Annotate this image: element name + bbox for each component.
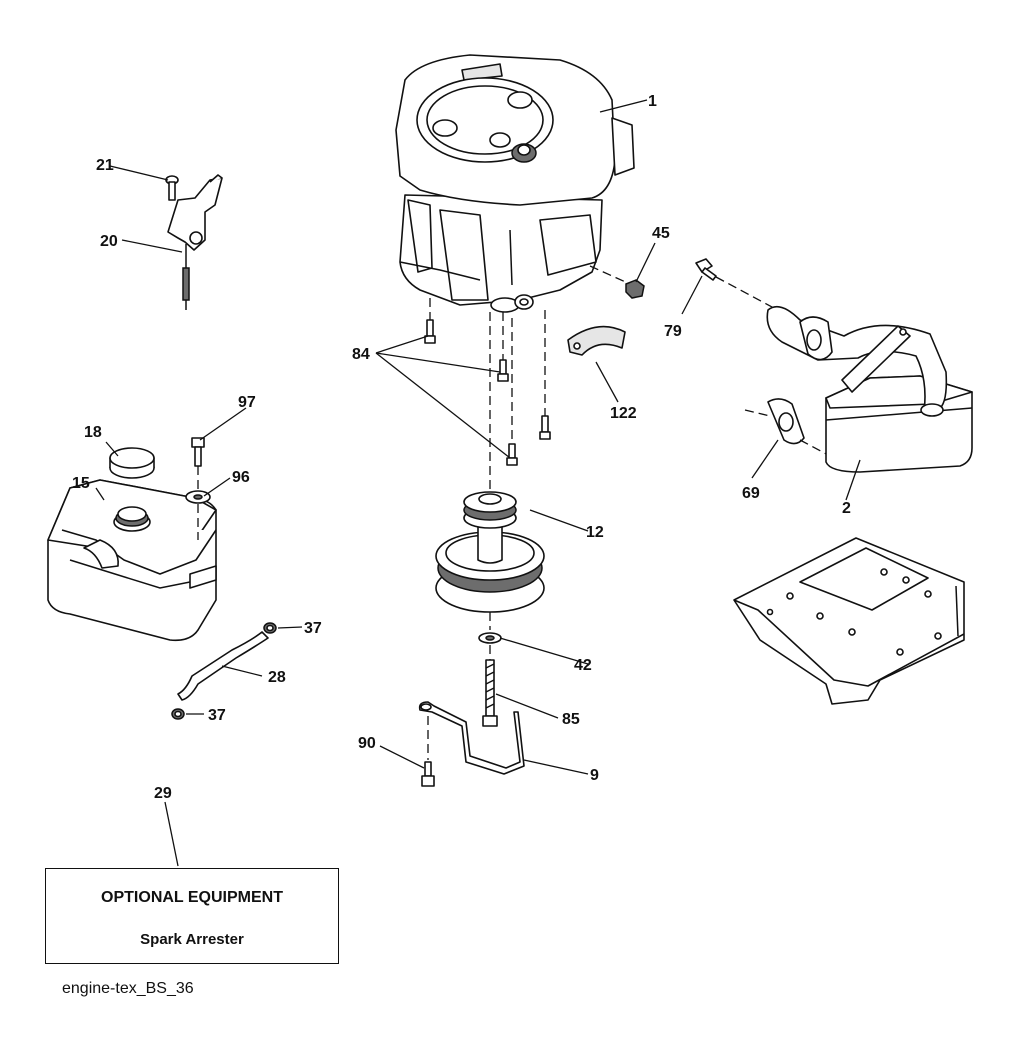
bolt-97-part — [191, 437, 205, 467]
gasket-69-part — [744, 398, 805, 445]
engine-mount-plate-part — [733, 537, 965, 705]
throttle-bracket-part — [167, 174, 223, 310]
callout-18: 18 — [84, 424, 102, 441]
callout-69: 69 — [742, 485, 760, 502]
clamp-37-upper-part — [263, 622, 277, 634]
callout-42: 42 — [574, 657, 592, 674]
engine-part — [395, 54, 635, 313]
callout-12: 12 — [586, 524, 604, 541]
bolts-84-part — [424, 298, 551, 466]
nut-45-part — [589, 265, 645, 299]
bolt-85-part — [482, 659, 498, 727]
leader-lines — [95, 99, 861, 867]
callout-1: 1 — [648, 93, 657, 110]
callout-37-lower: 37 — [208, 707, 226, 724]
callout-96: 96 — [232, 469, 250, 486]
callout-85: 85 — [562, 711, 580, 728]
optional-equipment-title: OPTIONAL EQUIPMENT — [101, 889, 283, 906]
callout-90: 90 — [358, 735, 376, 752]
bracket-9-part — [418, 701, 525, 775]
washer-42-part — [478, 632, 502, 644]
callout-labels: 1 2 9 12 15 18 20 21 28 29 37 37 42 45 6… — [72, 93, 851, 802]
callout-20: 20 — [100, 233, 118, 250]
callout-45: 45 — [652, 225, 670, 242]
bolt-79-part — [695, 258, 717, 281]
optional-equipment-box: OPTIONAL EQUIPMENT Spark Arrester — [45, 868, 339, 964]
screw-21-part — [165, 175, 179, 201]
fuel-cap-18-part — [109, 447, 155, 479]
callout-9: 9 — [590, 767, 599, 784]
figure-identifier: engine-tex_BS_36 — [62, 980, 194, 997]
callout-28: 28 — [268, 669, 286, 686]
muffler-2-part — [766, 305, 973, 473]
clamp-37-lower-part — [171, 708, 185, 720]
callout-97: 97 — [238, 394, 256, 411]
callout-79: 79 — [664, 323, 682, 340]
callout-122: 122 — [610, 405, 637, 422]
washer-96-part — [185, 490, 211, 504]
bolt-90-part — [421, 761, 435, 787]
callout-2: 2 — [842, 500, 851, 517]
spark-arrester-label: Spark Arrester — [140, 931, 244, 948]
callout-15: 15 — [72, 475, 90, 492]
fuel-tank-15-part — [47, 479, 217, 642]
heat-shield-122-part — [567, 325, 626, 356]
callout-29: 29 — [154, 785, 172, 802]
pulley-12-part — [435, 491, 545, 613]
callout-37-upper: 37 — [304, 620, 322, 637]
callout-21: 21 — [96, 157, 114, 174]
callout-84: 84 — [352, 346, 370, 363]
